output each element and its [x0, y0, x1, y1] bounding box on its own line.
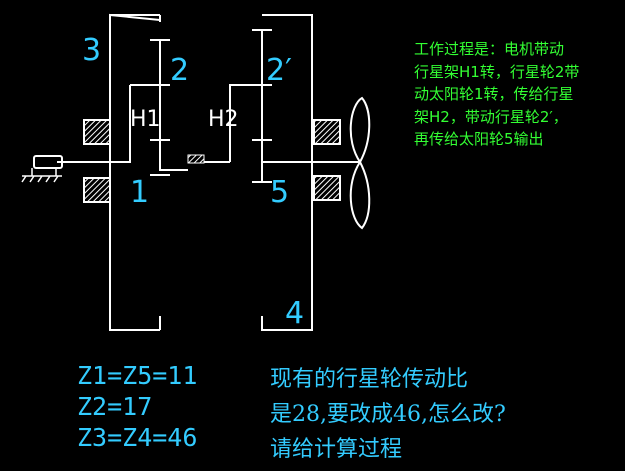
description-line: 架H2，带动行星轮2′， [414, 107, 568, 126]
tooth-count-parameters: Z1=Z5=11 Z2=17 Z3=Z4=46 [77, 360, 197, 453]
question-text: 现有的行星轮传动比 是28,要改成46,怎么改? 请给计算过程 [270, 362, 506, 467]
question-line: 是28,要改成46,怎么改? [270, 402, 506, 427]
ring-gear-4-outline [261, 14, 313, 331]
ring-gear-3-outline [109, 13, 161, 331]
description-line: 行星架H1转，行星轮2带 [414, 62, 580, 81]
propeller-lower-blade [349, 160, 371, 230]
label-planet-2: 2 [170, 53, 189, 88]
bearing-left-bottom [83, 177, 111, 203]
label-ring-gear-4: 4 [285, 296, 304, 331]
bearing-right-bottom [313, 175, 341, 201]
label-sun-gear-5: 5 [270, 175, 289, 210]
label-carrier-h1: H1 [130, 107, 161, 132]
parameter-line: Z3=Z4=46 [77, 423, 198, 452]
bearing-left-top [83, 119, 111, 145]
parameter-line: Z1=Z5=11 [77, 361, 198, 390]
parameter-line: Z2=17 [77, 392, 153, 421]
propeller-upper-blade [349, 96, 371, 164]
description-line: 再传给太阳轮5输出 [414, 130, 544, 148]
planet-2-shaft [150, 39, 170, 141]
ground-symbol [21, 168, 62, 183]
sun-gear-1-shaft [150, 140, 188, 176]
description-line: 动太阳轮1转，传给行星 [414, 85, 574, 103]
sun-gear-5-shaft [252, 140, 360, 183]
label-sun-gear-1: 1 [130, 175, 149, 210]
label-ring-gear-3: 3 [82, 33, 101, 68]
bearing-right-top [313, 119, 341, 145]
carrier-h1 [57, 84, 160, 163]
carrier-h2 [229, 84, 262, 162]
label-planet-2-prime: 2′ [266, 53, 292, 88]
question-line: 现有的行星轮传动比 [270, 367, 469, 392]
coupling [187, 154, 205, 164]
working-process-description: 工作过程是：电机带动 行星架H1转，行星轮2带 动太阳轮1转，传给行星 架H2，… [414, 38, 619, 151]
label-carrier-h2: H2 [208, 107, 239, 132]
description-line: 工作过程是：电机带动 [414, 40, 565, 58]
question-line: 请给计算过程 [270, 437, 403, 462]
planet-2-prime-shaft [252, 29, 272, 141]
